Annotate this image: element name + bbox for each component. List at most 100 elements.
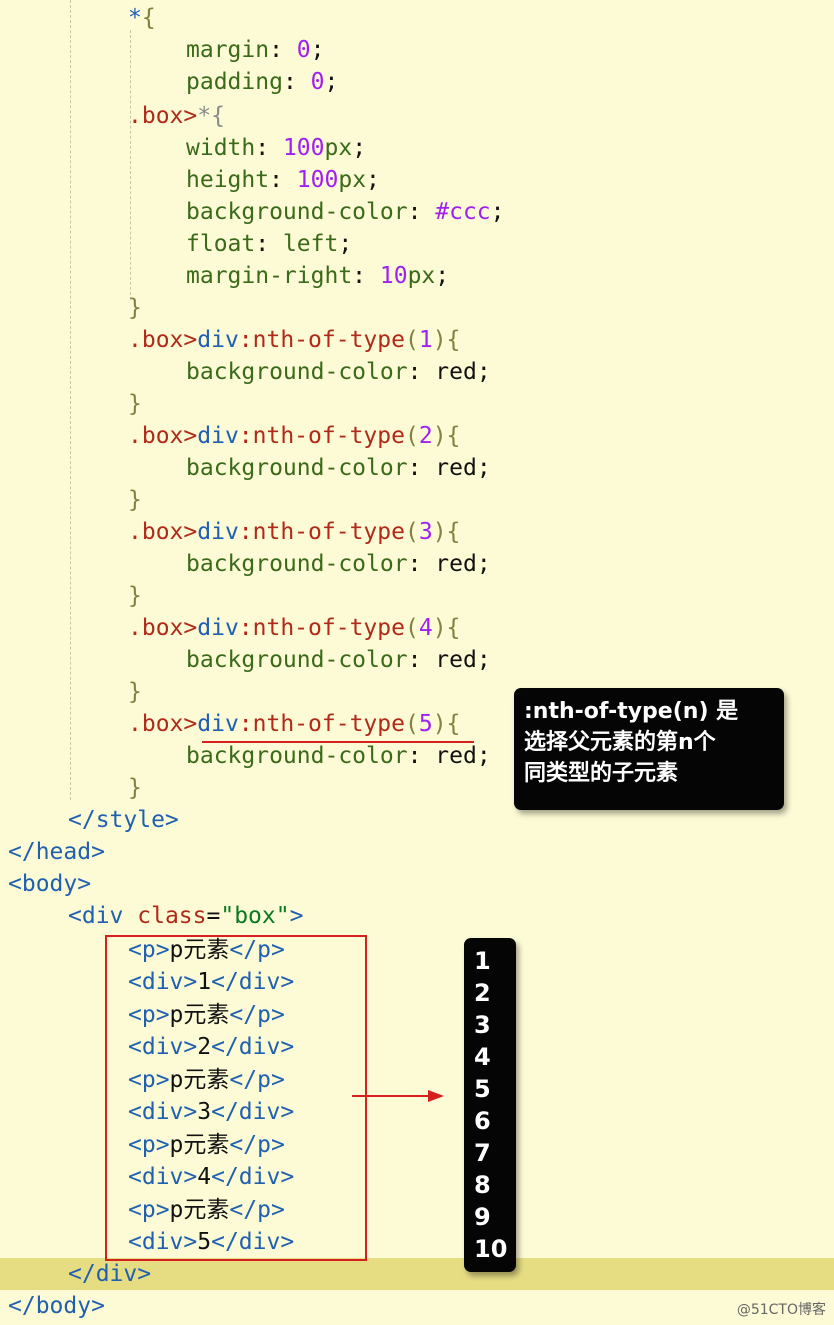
code-token: px	[338, 167, 367, 193]
code-token: {	[446, 327, 461, 353]
code-token: }	[128, 775, 142, 801]
code-token: p元素	[169, 1132, 230, 1158]
code-token: 100	[296, 167, 339, 193]
code-token: div	[197, 615, 239, 641]
code-token: :	[407, 359, 436, 385]
code-line: <p>p元素</p>	[0, 934, 834, 966]
code-line-current: </div>	[0, 1258, 834, 1290]
code-line: margin: 0;	[0, 34, 834, 66]
code-token: </style>	[68, 807, 179, 833]
code-token: (	[404, 615, 419, 641]
code-token: )	[432, 327, 447, 353]
indent-guide	[70, 0, 71, 800]
number-label: 6	[474, 1107, 491, 1135]
code-token: <body>	[8, 871, 92, 897]
annotation-rectangle	[105, 935, 367, 1261]
code-token: padding	[186, 69, 283, 95]
code-line: background-color: red;	[0, 740, 834, 772]
annotation-callout: :nth-of-type(n) 是 选择父元素的第n个 同类型的子元素	[514, 688, 784, 810]
code-token: <div>	[128, 1034, 198, 1060]
code-token: background-color	[186, 647, 408, 673]
code-token: </div>	[211, 1099, 295, 1125]
code-token: width	[186, 135, 256, 161]
code-token: ;	[366, 167, 380, 193]
code-token: px	[324, 135, 353, 161]
code-token: </div>	[211, 1229, 295, 1255]
code-token: margin-right	[186, 263, 353, 289]
code-line: width: 100px;	[0, 132, 834, 164]
code-token: <p>	[128, 1197, 170, 1223]
code-token: div	[197, 423, 239, 449]
code-line: .box>div:nth-of-type(3){	[0, 516, 834, 548]
code-token: {	[446, 519, 461, 545]
code-line: </style>	[0, 804, 834, 836]
code-token: ;	[324, 69, 339, 95]
code-token: ;	[352, 135, 367, 161]
code-token: </body>	[8, 1293, 105, 1319]
code-line: </body>	[0, 1290, 834, 1322]
code-token: (	[404, 423, 419, 449]
callout-line: :nth-of-type(n) 是	[524, 699, 739, 724]
code-token: left	[282, 231, 339, 257]
code-token: <p>	[128, 937, 170, 963]
code-token: div	[197, 519, 239, 545]
number-label: 10	[474, 1235, 508, 1263]
callout-line: 选择父元素的第n个	[524, 730, 716, 755]
code-token: background-color	[186, 455, 408, 481]
code-line: .box>div:nth-of-type(1){	[0, 324, 834, 356]
code-token: :nth-of-type	[238, 327, 405, 353]
code-token: ;	[476, 551, 491, 577]
code-token: red	[435, 359, 477, 385]
code-token: <div>	[128, 1164, 198, 1190]
code-token: div	[197, 711, 239, 737]
code-token: =	[206, 903, 221, 929]
indent-guide	[130, 30, 131, 300]
code-token: "box"	[220, 903, 290, 929]
number-label: 3	[474, 1011, 491, 1039]
number-label: 7	[474, 1139, 491, 1167]
code-token: }	[128, 679, 142, 705]
code-line: .box>*{	[0, 100, 834, 132]
code-token: }	[128, 295, 142, 321]
code-token: (	[404, 327, 419, 353]
code-token: 4	[197, 1164, 212, 1190]
code-token: {	[446, 423, 461, 449]
code-token: >	[289, 903, 304, 929]
code-token: :	[255, 135, 283, 161]
code-token: ;	[476, 647, 491, 673]
code-token: 100	[282, 135, 325, 161]
code-token: 0	[296, 37, 311, 63]
code-line: <p>p元素</p>	[0, 1064, 834, 1096]
code-token: #ccc	[435, 199, 491, 225]
code-line: <div>2</div>	[0, 1031, 834, 1063]
watermark: @51CTO博客	[736, 1302, 826, 1318]
code-token: )	[432, 519, 447, 545]
code-token: background-color	[186, 551, 408, 577]
code-token: class	[137, 903, 207, 929]
code-token: p元素	[169, 1002, 230, 1028]
arrow-right-icon	[352, 1090, 444, 1102]
code-token: 0	[310, 69, 325, 95]
numbering-panel: 1 2 3 4 5 6 7 8 9 10	[464, 938, 516, 1272]
code-line: }	[0, 484, 834, 516]
code-token: div	[197, 327, 239, 353]
code-token: :	[407, 743, 436, 769]
code-token: )	[432, 615, 447, 641]
code-line: <div>3</div>	[0, 1096, 834, 1128]
code-token: 1	[418, 327, 433, 353]
code-line: <div>4</div>	[0, 1161, 834, 1193]
code-line: background-color: red;	[0, 548, 834, 580]
code-token: 5	[418, 711, 433, 737]
code-token: }	[128, 487, 142, 513]
code-token: p元素	[169, 1067, 230, 1093]
code-token: </p>	[229, 1197, 285, 1223]
code-token: (	[404, 711, 419, 737]
code-token: }	[128, 391, 142, 417]
code-token: {	[141, 5, 156, 31]
code-token: background-color	[186, 359, 408, 385]
code-token: red	[435, 551, 477, 577]
code-token: </div>	[68, 1261, 152, 1287]
code-token: red	[435, 455, 477, 481]
code-line: <body>	[0, 868, 834, 900]
code-token: </div>	[211, 969, 295, 995]
